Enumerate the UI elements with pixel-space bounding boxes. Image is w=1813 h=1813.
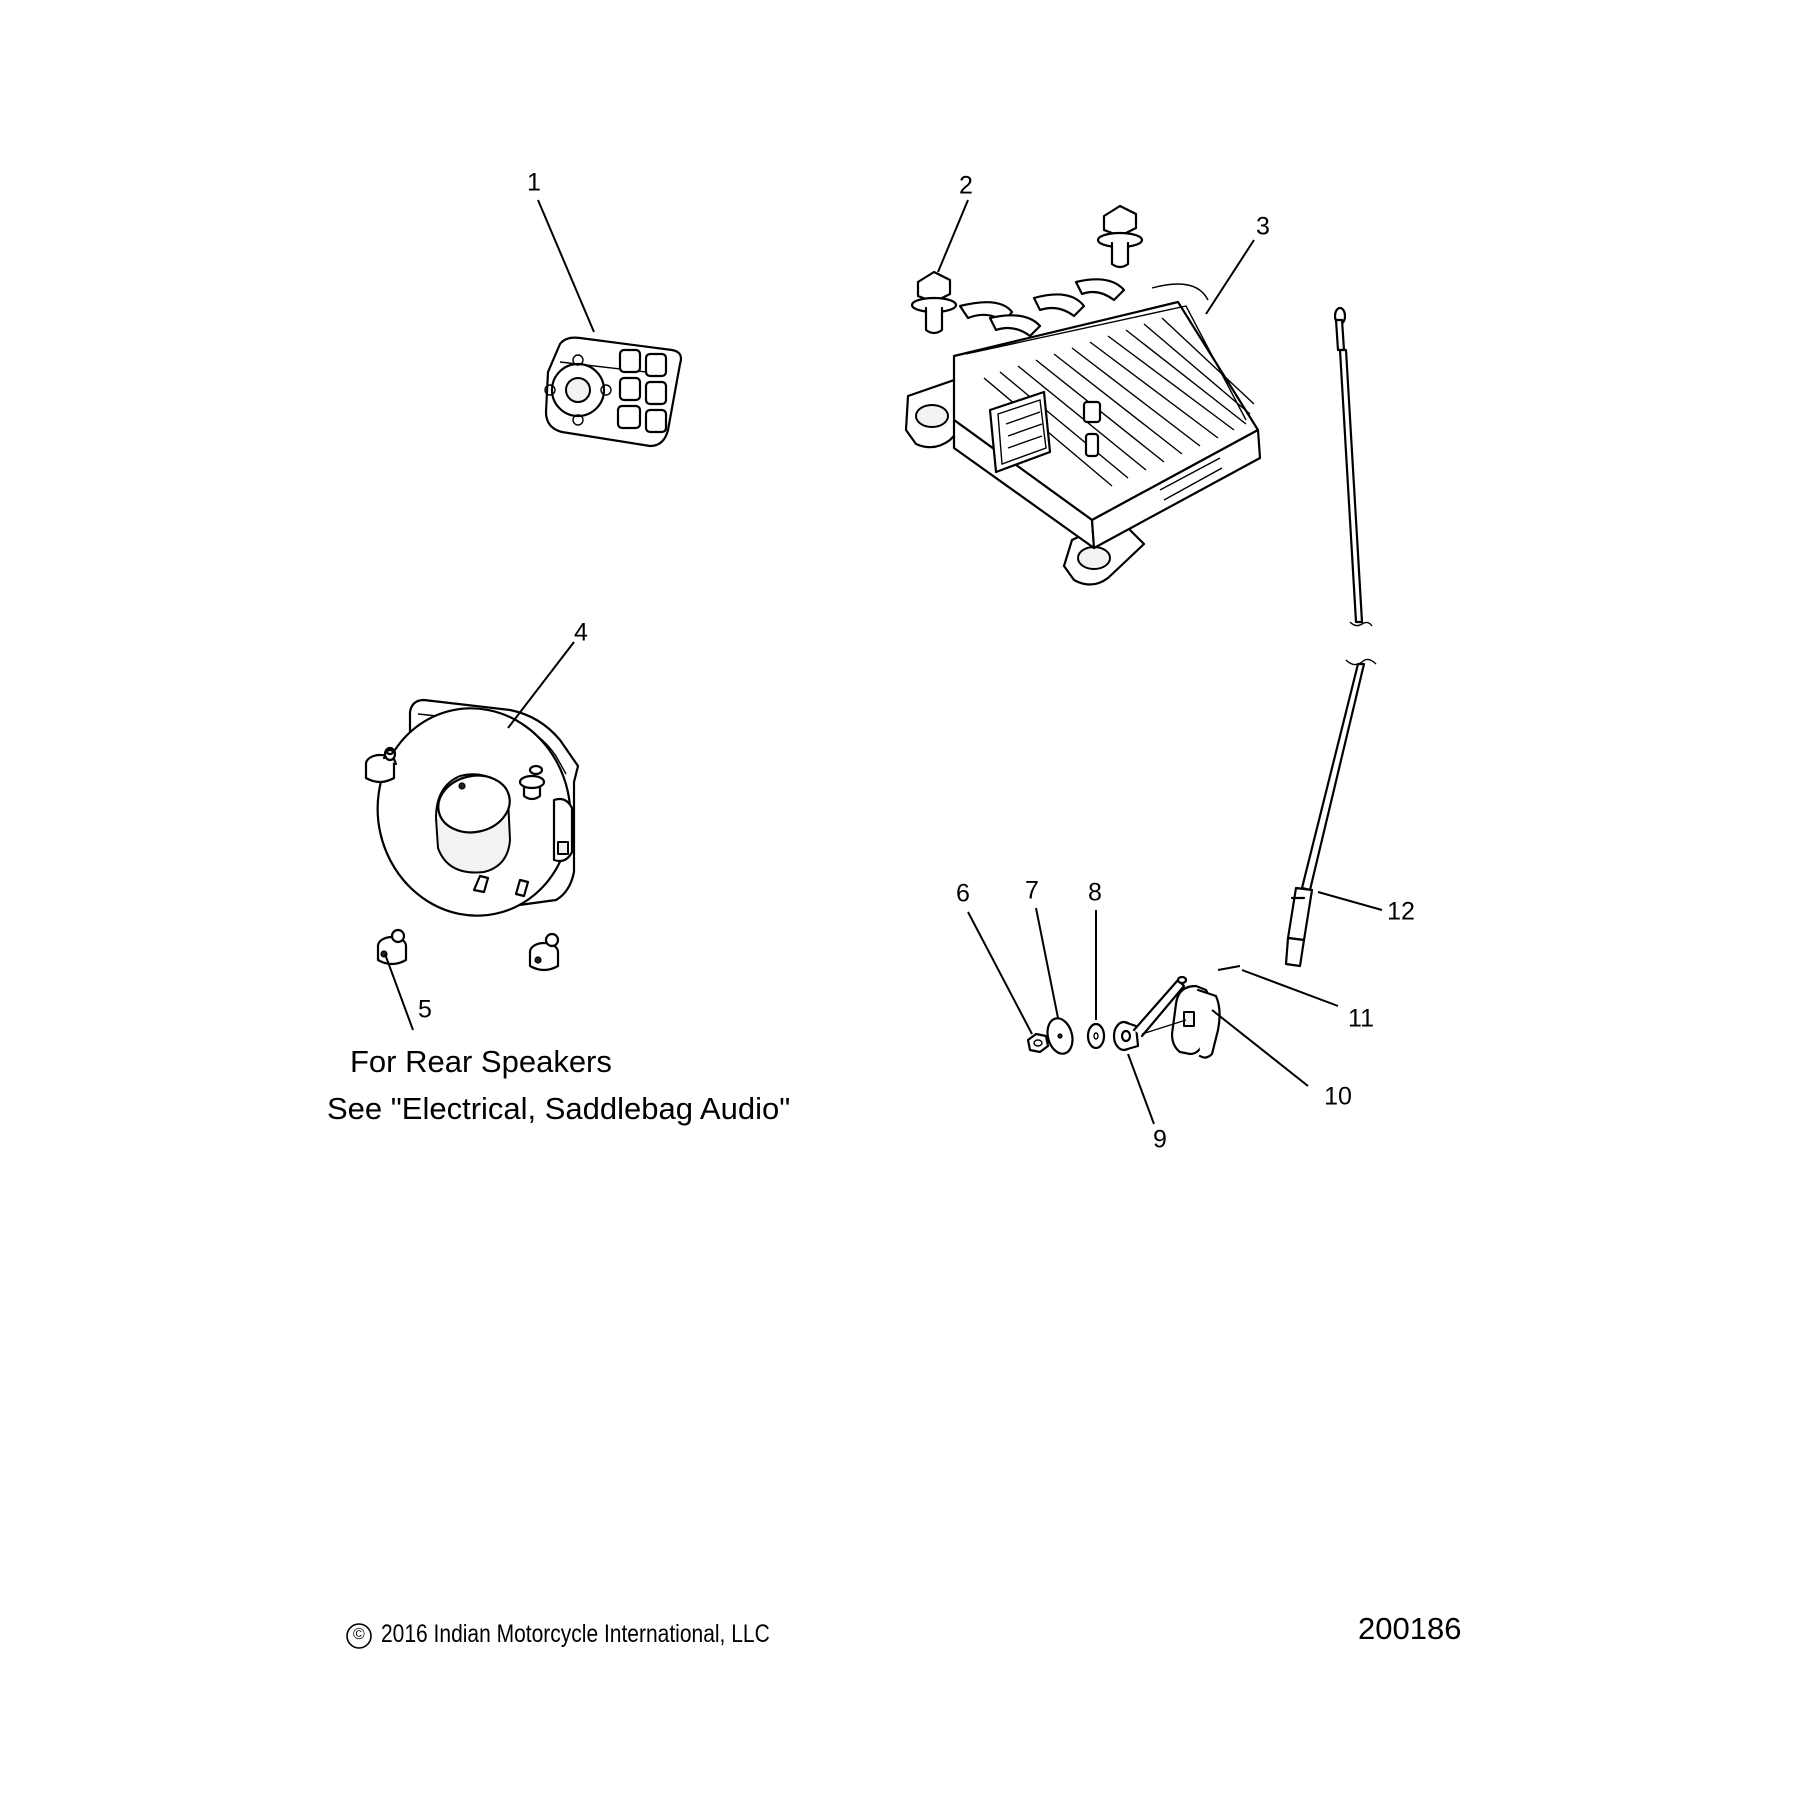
- speaker-screw-part: [364, 746, 560, 972]
- leader-9: [1127, 1053, 1155, 1125]
- callout-8: 8: [1088, 878, 1102, 907]
- washer-seal-part: [1217, 965, 1241, 971]
- leader-3: [1205, 239, 1255, 315]
- diagram-number: 200186: [1358, 1611, 1462, 1646]
- leader-6: [967, 911, 1033, 1035]
- amplifier-module-part: [904, 278, 1262, 586]
- speaker-part: [376, 698, 580, 917]
- antenna-base-part: [1112, 975, 1188, 1052]
- callout-4: 4: [574, 618, 588, 647]
- leader-2: [937, 199, 969, 273]
- callout-12: 12: [1387, 897, 1415, 926]
- bolt-part: [910, 204, 1144, 335]
- nut-part: [1026, 1032, 1050, 1054]
- callout-11: 11: [1348, 1004, 1374, 1033]
- leader-11: [1241, 969, 1339, 1007]
- leader-10: [1211, 1009, 1309, 1087]
- switch-control-part: [544, 336, 683, 448]
- callout-10: 10: [1324, 1082, 1352, 1111]
- antenna-bracket-part: [1141, 984, 1221, 1059]
- copyright-text: 2016 Indian Motorcycle International, LL…: [381, 1620, 770, 1648]
- note-see-reference: See "Electrical, Saddlebag Audio": [327, 1091, 791, 1126]
- note-rear-speakers: For Rear Speakers: [350, 1044, 612, 1079]
- callout-5: 5: [418, 995, 432, 1024]
- copyright-symbol: ©: [353, 1626, 365, 1643]
- callout-2: 2: [959, 171, 973, 200]
- leader-7: [1035, 907, 1059, 1019]
- callout-6: 6: [956, 879, 970, 908]
- leader-5: [384, 953, 414, 1031]
- callout-1: 1: [527, 168, 541, 197]
- leader-12: [1317, 891, 1383, 911]
- washer-large-part: [1046, 1017, 1074, 1055]
- callout-3: 3: [1256, 212, 1270, 241]
- callout-9: 9: [1153, 1125, 1167, 1154]
- leader-1: [537, 199, 595, 333]
- callout-7: 7: [1025, 876, 1039, 905]
- washer-small-part: [1086, 1022, 1106, 1050]
- leader-4: [507, 641, 575, 729]
- copyright-circle-icon: [346, 1623, 372, 1649]
- antenna-mast-part: [1284, 306, 1377, 968]
